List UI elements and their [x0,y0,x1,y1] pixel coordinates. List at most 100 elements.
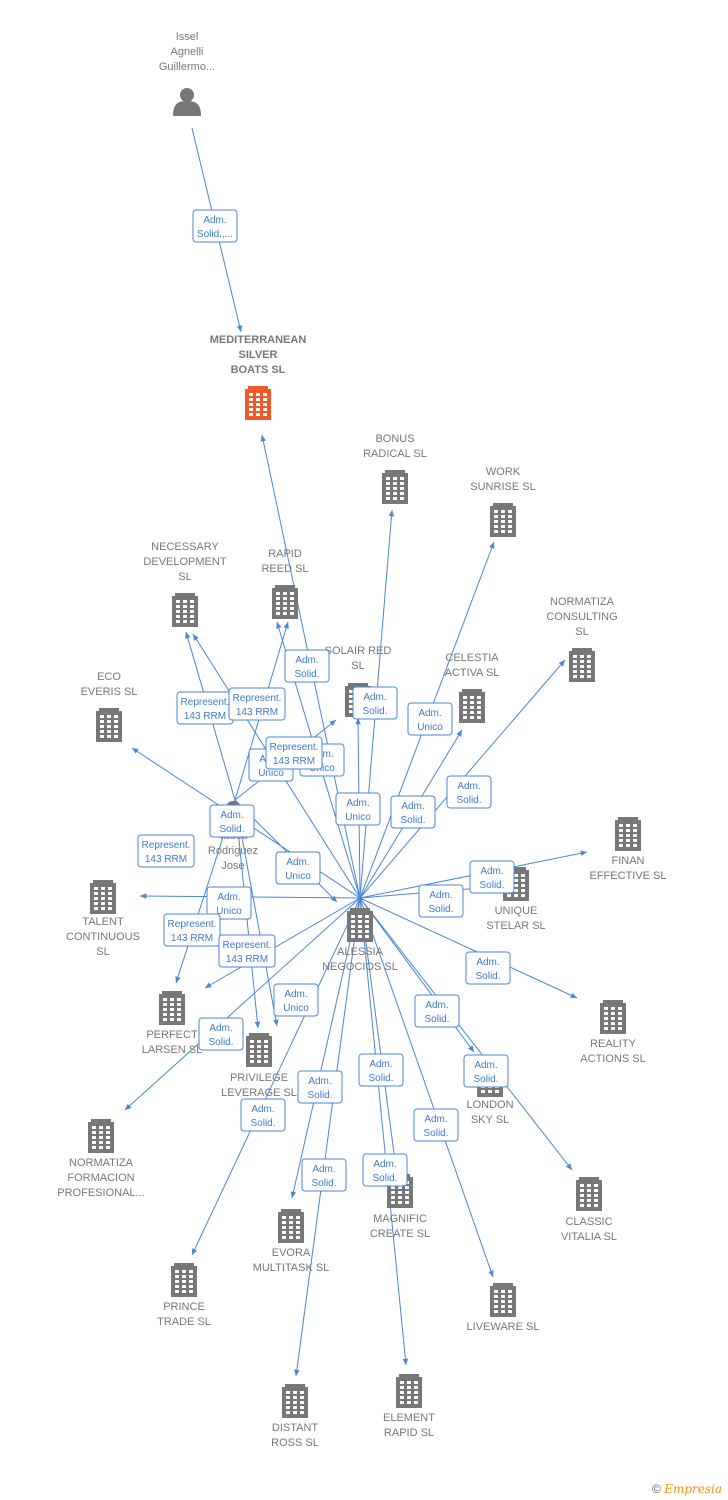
building-window [296,1216,300,1219]
edge-label-alessia-msb[interactable]: Adm.Solid. [284,649,330,683]
edge-label-alessia-unique[interactable]: Adm.Solid. [418,884,464,918]
building-window [100,715,104,718]
edge-label-tadeo-solair[interactable]: Represent.143 RRM [265,736,323,770]
building-window [175,1280,179,1283]
edge-label-tadeo-alessia[interactable]: Adm.Unico [275,851,321,885]
edge-label-alessia-distant[interactable]: Adm.Solid. [301,1158,347,1192]
building-window [587,1184,591,1187]
edge-label-alessia-prince[interactable]: Adm.Solid. [240,1098,286,1132]
edge-label-alessia-bonus[interactable]: Adm.Solid. [352,686,398,720]
edge-label-alessia-reality[interactable]: Adm.Solid. [465,951,511,985]
building-window [398,1196,402,1199]
building-window [250,1045,254,1048]
building-window [177,1018,181,1021]
building-window [521,879,525,882]
building-window [400,1396,404,1399]
building-window [619,834,623,837]
node-label: NORMATIZA [69,1157,134,1169]
node-label: RADICAL SL [363,448,427,460]
edge-label-tadeo-perfect[interactable]: Represent.143 RRM [163,913,221,947]
building-window [521,874,525,877]
node-issel[interactable]: IsselAgnelliGuillermo... [159,31,215,116]
building-window [587,1199,591,1202]
building-window [365,920,369,923]
building-window [351,915,355,918]
edge-label-issel-msb[interactable]: Adm.Solid.,... [192,209,238,243]
building-window [263,398,267,401]
edge-label-alessia-eco[interactable]: Adm.Solid. [209,804,255,838]
node-label: Guillermo... [159,61,215,73]
building-window [470,701,474,704]
building-window [351,925,355,928]
building-icon [615,817,641,851]
building-window [107,720,111,723]
edge-label-alessia-work[interactable]: Adm.Unico [407,702,453,736]
node-label: LIVEWARE SL [467,1321,540,1333]
building-window [92,1126,96,1129]
building-window [264,1045,268,1048]
edge-label-alessia-evora[interactable]: Adm.Solid. [297,1070,343,1104]
edge-label-alessia-perfect[interactable]: Adm.Unico [273,983,319,1017]
building-window [99,1141,103,1144]
building-window [189,1280,193,1283]
edge-label-tadeo-talent[interactable]: Represent.143 RRM [137,834,195,868]
building-window [289,1236,293,1239]
building-window [256,403,260,406]
edge-label-line: Represent. [233,693,282,704]
building-window [414,1401,418,1404]
edge-label-tadeo-nec[interactable]: Represent.143 RRM [176,691,234,725]
building-window [276,602,280,605]
building-roof [579,1177,599,1181]
building-window [619,844,623,847]
node-label: MULTITASK SL [253,1262,330,1274]
building-window [501,1295,505,1298]
node-normform[interactable]: NORMATIZAFORMACIONPROFESIONAL... [57,1119,145,1199]
edge-label-alessia-element[interactable]: Adm.Solid. [362,1153,408,1187]
edge-label-alessia-celestia[interactable]: Adm.Solid. [390,795,436,829]
building-window [106,1126,110,1129]
edge-label-alessia-normform[interactable]: Adm.Solid. [198,1017,244,1051]
edge-label-alessia-liveware[interactable]: Adm.Solid. [413,1108,459,1142]
edge-label-alessia-normcons[interactable]: Adm.Solid. [446,775,492,809]
building-window [282,1236,286,1239]
building-window [604,1007,608,1010]
edge-label-alessia-talent[interactable]: Adm.Unico [206,886,252,920]
edge-label-alessia-magnific[interactable]: Adm.Solid. [358,1053,404,1087]
edge-label-alessia-solair[interactable]: Adm.Unico [335,792,381,826]
footer-credit[interactable]: © Empresia [652,1482,722,1496]
building-window [521,884,525,887]
building-window [358,935,362,938]
edge-label-tadeo-privilege[interactable]: Represent.143 RRM [218,934,276,968]
edge-label-tadeo-rapid[interactable]: Represent.143 RRM [228,687,286,721]
building-window [501,1310,505,1313]
building-window [407,1401,411,1404]
building-roof [281,1209,301,1213]
building-roof [399,1374,419,1378]
edge-label-alessia-finan[interactable]: Adm.Solid. [469,860,515,894]
building-window [257,1060,261,1063]
building-window [501,525,505,528]
edge-label-alessia-london[interactable]: Adm.Solid. [414,994,460,1028]
building-window [488,1090,492,1093]
node-liveware[interactable]: LIVEWARE SL [467,1283,540,1333]
edge-label-alessia-classic[interactable]: Adm.Solid. [463,1054,509,1088]
